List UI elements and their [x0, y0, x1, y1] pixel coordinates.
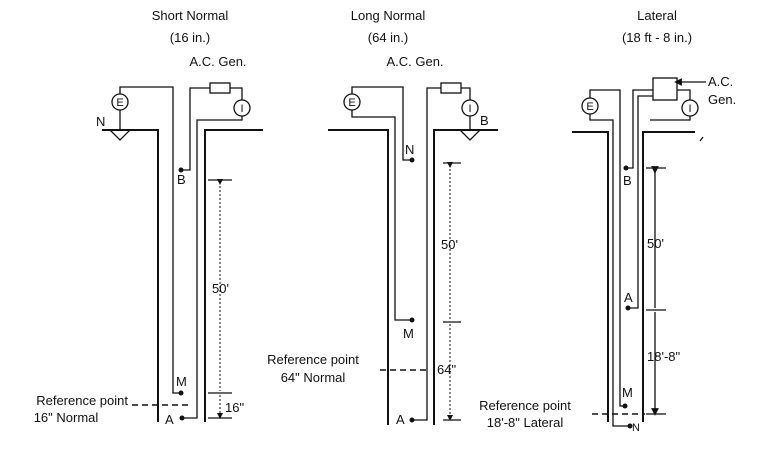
- electrode-b-label: B: [480, 113, 489, 128]
- borehole-walls: [328, 129, 498, 425]
- panel-title: Long Normal: [351, 8, 426, 23]
- generator-icon: [652, 77, 678, 101]
- svg-text:E: E: [116, 97, 123, 109]
- ground-electrode-icon: [459, 129, 481, 141]
- reference-label: Reference point: [479, 398, 571, 413]
- panel-subtitle: (18 ft - 8 in.): [622, 30, 692, 45]
- panel-subtitle: (64 in.): [368, 30, 408, 45]
- generator-label: A.C.: [708, 74, 733, 89]
- electrode-n-label: N: [405, 142, 414, 157]
- spacing-lower: 64": [437, 362, 456, 377]
- voltmeter-icon: E: [343, 93, 361, 111]
- panel-subtitle: (16 in.): [170, 30, 210, 45]
- electrode-n-label: N: [632, 422, 640, 434]
- generator-icon: [209, 82, 231, 94]
- dimension-ticks: [646, 167, 666, 415]
- panel-title: Lateral: [637, 8, 677, 23]
- long-normal-panel: Long Normal (64 in.) A.C. Gen. B E I N M…: [267, 8, 498, 427]
- svg-text:I: I: [240, 103, 243, 115]
- electrode-b-label: B: [177, 172, 186, 187]
- spacing-lower: 16": [225, 400, 244, 415]
- reference-label: Reference point: [267, 352, 359, 367]
- circuit-wires: [589, 89, 691, 427]
- spacing-upper: 50': [647, 236, 664, 251]
- reference-label: Reference point: [36, 393, 128, 408]
- ammeter-icon: I: [681, 99, 699, 117]
- spacing-lower: 18'-8": [647, 349, 681, 364]
- tick-mark: [699, 136, 704, 142]
- svg-text:I: I: [688, 103, 691, 115]
- electrode-dots: [622, 165, 633, 429]
- ammeter-icon: I: [461, 99, 479, 117]
- electrode-a-label: A: [165, 412, 174, 427]
- voltmeter-icon: E: [111, 93, 129, 111]
- generator-label: A.C. Gen.: [386, 54, 443, 69]
- ammeter-icon: I: [233, 99, 251, 117]
- circuit-wires: [351, 86, 471, 421]
- generator-icon: [440, 82, 462, 94]
- electrode-a-label: A: [396, 412, 405, 427]
- electrode-n-label: N: [96, 114, 105, 129]
- electrode-m-label: M: [176, 374, 187, 389]
- electrode-b-label: B: [623, 173, 632, 188]
- electrode-dots: [178, 167, 185, 421]
- voltmeter-icon: E: [581, 97, 599, 115]
- borehole-walls: [572, 131, 695, 422]
- borehole-walls: [102, 129, 263, 422]
- generator-label: A.C. Gen.: [189, 54, 246, 69]
- generator-label-2: Gen.: [708, 92, 736, 107]
- electrode-m-label: M: [622, 385, 633, 400]
- svg-text:I: I: [468, 103, 471, 115]
- dimension-ticks: [443, 162, 461, 421]
- spacing-upper: 50': [212, 281, 229, 296]
- spacing-upper: 50': [441, 237, 458, 252]
- ground-electrode-icon: [109, 129, 131, 141]
- reference-label-sub: 64" Normal: [281, 370, 346, 385]
- electrode-m-label: M: [403, 326, 414, 341]
- svg-text:E: E: [586, 101, 593, 113]
- circuit-wires: [119, 86, 243, 419]
- lateral-panel: Lateral (18 ft - 8 in.) A.C. Gen. E I B …: [479, 8, 736, 434]
- electrode-dots: [409, 157, 415, 423]
- panel-title: Short Normal: [152, 8, 229, 23]
- svg-text:E: E: [348, 97, 355, 109]
- reference-label-sub: 16" Normal: [34, 410, 99, 425]
- reference-label-sub: 18'-8" Lateral: [487, 415, 564, 430]
- short-normal-panel: Short Normal (16 in.) A.C. Gen. N E I B …: [34, 8, 263, 427]
- electrode-a-label: A: [624, 290, 633, 305]
